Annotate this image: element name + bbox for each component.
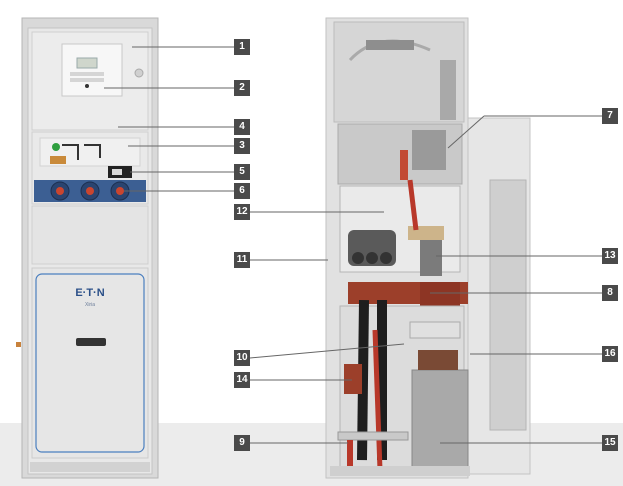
callout-7: 7 <box>602 108 618 124</box>
cable-compartment-door <box>31 267 149 459</box>
callout-6: 6 <box>234 183 250 199</box>
indicator-green <box>52 143 60 151</box>
callout-5: 5 <box>234 164 250 180</box>
callout-10: 10 <box>234 350 250 366</box>
cable-red <box>372 329 383 471</box>
middle-panel <box>31 205 149 265</box>
callout-4: 4 <box>234 119 250 135</box>
earthing-bar <box>337 431 409 441</box>
callout-16: 16 <box>602 346 618 362</box>
callout-15: 15 <box>602 435 618 451</box>
surge-arrester <box>344 364 362 394</box>
relay-display <box>76 57 98 69</box>
callout-13: 13 <box>602 248 618 264</box>
brand-subtext: Xiria <box>85 302 95 308</box>
callout-3: 3 <box>234 138 250 154</box>
callout-14: 14 <box>234 372 250 388</box>
callout-2: 2 <box>234 80 250 96</box>
current-sensor <box>420 240 442 276</box>
door-handle <box>76 338 106 346</box>
callout-8: 8 <box>602 285 618 301</box>
cutaway-cabinet <box>325 17 531 479</box>
callout-12: 12 <box>234 204 250 220</box>
protection-relay <box>61 43 123 97</box>
earthing-point <box>16 342 21 347</box>
callout-9: 9 <box>234 435 250 451</box>
callout-11: 11 <box>234 252 250 268</box>
brand-logo: E·T·N <box>75 287 104 299</box>
callout-1: 1 <box>234 39 250 55</box>
front-cabinet: E·T·N Xiria <box>16 17 159 479</box>
door-lock <box>134 68 144 78</box>
callout-lines <box>104 46 602 444</box>
voltage-transformer <box>411 369 469 471</box>
